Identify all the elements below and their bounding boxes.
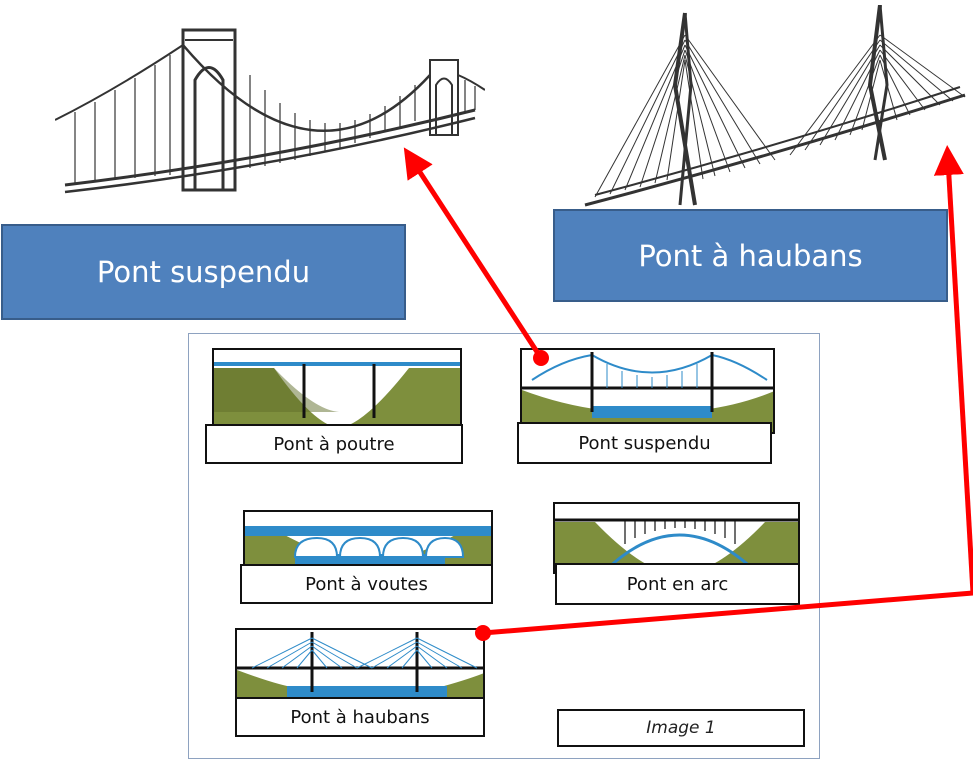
beam-bridge-illustration bbox=[212, 348, 462, 430]
vault-bridge-illustration bbox=[243, 510, 493, 574]
cable-stayed-bridge-card-label: Pont à haubans bbox=[235, 697, 485, 737]
cable-stayed-bridge-illustration bbox=[235, 628, 485, 704]
suspension-bridge-card-label: Pont suspendu bbox=[517, 422, 772, 464]
arrow-to-cable-stayed-sketch bbox=[475, 145, 973, 641]
suspension-bridge-label: Pont suspendu bbox=[1, 224, 406, 320]
image-caption: Image 1 bbox=[557, 709, 805, 747]
suspension-bridge-illustration bbox=[520, 348, 775, 434]
arrow-to-suspension-sketch bbox=[403, 147, 549, 366]
arch-bridge-illustration bbox=[553, 502, 800, 574]
beam-bridge-label: Pont à poutre bbox=[205, 424, 463, 464]
arch-bridge-label: Pont en arc bbox=[555, 563, 800, 605]
vault-bridge-label: Pont à voutes bbox=[240, 564, 493, 604]
cable-stayed-bridge-sketch bbox=[584, 5, 966, 207]
suspension-bridge-sketch bbox=[55, 28, 485, 194]
cable-stayed-bridge-label: Pont à haubans bbox=[553, 209, 948, 302]
